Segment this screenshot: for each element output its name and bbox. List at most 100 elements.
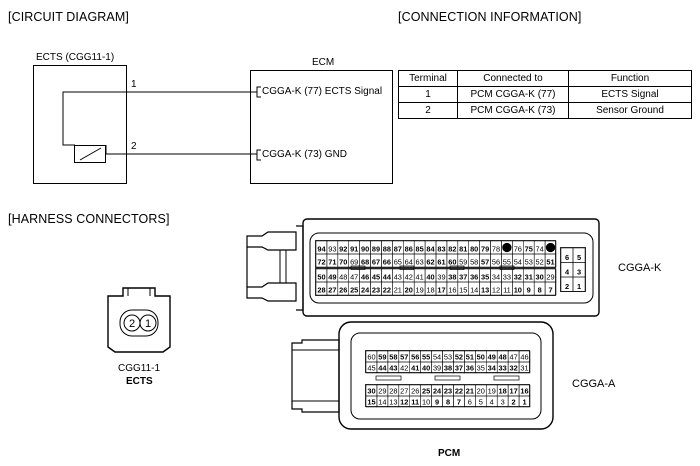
cgga-k-pin: 44 xyxy=(383,273,392,282)
cgga-a-pin: 42 xyxy=(400,364,408,373)
cgga-a-pin: 58 xyxy=(389,353,397,362)
cgga-k-pin: 81 xyxy=(459,245,467,254)
cgga-k-pin: 83 xyxy=(437,245,445,254)
cgga-k-pin: 85 xyxy=(416,245,424,254)
cgga-k-pin: 21 xyxy=(394,286,402,295)
cgga-k-pin: 64 xyxy=(405,258,413,267)
harness-connectors-heading: [HARNESS CONNECTORS] xyxy=(8,212,170,226)
cgga-k-pin: 55 xyxy=(503,258,511,267)
cgga-k-pin: 38 xyxy=(448,273,456,282)
cgga-k-pin: 70 xyxy=(339,258,347,267)
cgga-a-pin: 4 xyxy=(490,398,494,407)
cgga-k-pin: 8 xyxy=(538,286,542,295)
cgga-a-pin: 60 xyxy=(367,353,375,362)
cgga-k-pin: 54 xyxy=(514,258,522,267)
cgga-a-pin: 43 xyxy=(389,364,397,373)
cgga-k-pin-cell xyxy=(544,281,557,296)
cgga-a-pin: 16 xyxy=(520,387,528,396)
cgga-k-pin: 15 xyxy=(459,286,467,295)
cgga-a-pin: 56 xyxy=(411,353,419,362)
cgga-k-pin: 9 xyxy=(527,286,531,295)
cgga-k-pin: 59 xyxy=(459,258,467,267)
cgga-a-pin: 12 xyxy=(400,398,408,407)
cgga-k-pin: 48 xyxy=(339,273,347,282)
sensor-label: ECTS (CGG11-1) xyxy=(36,52,115,63)
cgga-k-pin: 79 xyxy=(481,245,489,254)
cgga-k-pin: 39 xyxy=(437,273,445,282)
pcm-caption: PCM xyxy=(438,448,461,459)
cgga-a-pin: 30 xyxy=(367,387,375,396)
cgga-k-pin: 25 xyxy=(350,286,358,295)
cgga-a-pin: 48 xyxy=(499,353,507,362)
cgga-a-pin: 18 xyxy=(499,387,507,396)
cgga-k-pin: 53 xyxy=(525,258,533,267)
cgga-a-pin: 28 xyxy=(389,387,397,396)
cgga-a-pin-cell xyxy=(518,395,531,408)
cgga-a-pin: 55 xyxy=(422,353,430,362)
cgga-k-pin: 41 xyxy=(416,273,424,282)
wire-1-label: 1 xyxy=(131,79,137,90)
cgga-k-pin: 45 xyxy=(372,273,380,282)
cgga-k-pin: 16 xyxy=(448,286,456,295)
cgga-k-pin: 20 xyxy=(405,286,413,295)
cgga-a-pin: 29 xyxy=(378,387,386,396)
cgga-k-pin: 67 xyxy=(372,258,380,267)
plugged-pin-marker xyxy=(502,242,512,253)
cgga-k-pin: 71 xyxy=(328,258,336,267)
cgga-k-pin: 75 xyxy=(525,245,533,254)
table-header-row: Terminal Connected to Function xyxy=(398,70,692,87)
cgga-a-pin: 5 xyxy=(479,398,483,407)
cgga-k-pin: 1 xyxy=(577,282,581,291)
cgga-k-pin: 61 xyxy=(437,258,445,267)
cgga-a-pin: 14 xyxy=(378,398,386,407)
cgga-k-pin: 50 xyxy=(317,273,325,282)
cgga-k-pin: 2 xyxy=(565,282,569,291)
cgga-k-pin: 92 xyxy=(339,245,347,254)
cgga-a-pin: 7 xyxy=(457,398,461,407)
ecm-pin-gnd: CGGA-K (73) GND xyxy=(262,149,348,160)
cgga-k-name: CGGA-K xyxy=(618,262,662,274)
cgga-a-pin: 34 xyxy=(488,364,497,373)
cgga-a-pin: 35 xyxy=(477,364,485,373)
cgga-a-pin: 24 xyxy=(433,387,442,396)
cgga-k-pin: 42 xyxy=(405,273,413,282)
cgga-k-pin: 23 xyxy=(372,286,380,295)
cgga-k-pin: 13 xyxy=(481,286,489,295)
cgga-k-pin: 18 xyxy=(426,286,434,295)
cgga-a-pin: 45 xyxy=(367,364,375,373)
cgga-a-pin: 6 xyxy=(468,398,472,407)
cgga-a-pin: 32 xyxy=(509,364,517,373)
cgga-k-pin: 63 xyxy=(416,258,424,267)
cgga-a-pin: 33 xyxy=(499,364,507,373)
cgga-a-pin: 13 xyxy=(389,398,397,407)
cgga-a-pin: 44 xyxy=(378,364,387,373)
cgga-k-pin: 58 xyxy=(470,258,478,267)
cgga-k-pin: 28 xyxy=(317,286,325,295)
wire-2-label: 2 xyxy=(131,141,137,152)
cgga-a-pin: 37 xyxy=(455,364,463,373)
circuit-diagram-heading: [CIRCUIT DIAGRAM] xyxy=(8,10,129,24)
cgga-k-pin: 72 xyxy=(317,258,325,267)
cgga-a-pin: 36 xyxy=(466,364,474,373)
cgga-k-pin: 37 xyxy=(459,273,467,282)
cgga-k-pin: 60 xyxy=(448,258,456,267)
ects-connector: 2 1 xyxy=(107,287,171,353)
cgga-k-pin: 93 xyxy=(328,245,336,254)
cgga-k-pin: 27 xyxy=(328,286,336,295)
cgga-k-pin: 17 xyxy=(437,286,445,295)
cell-function: Sensor Ground xyxy=(568,102,692,119)
table-row: 2 PCM CGGA-K (73) Sensor Ground xyxy=(398,102,692,119)
ects-pin-2: 2 xyxy=(129,318,135,330)
ecm-label: ECM xyxy=(312,57,335,68)
cgga-k-pin: 12 xyxy=(492,286,500,295)
cgga-k-pin: 24 xyxy=(361,286,370,295)
cgga-k-pin: 35 xyxy=(481,273,489,282)
cgga-k-pin: 94 xyxy=(317,245,326,254)
cgga-k-pin: 36 xyxy=(470,273,478,282)
cgga-a-pin: 26 xyxy=(411,387,419,396)
cgga-a-pin: 15 xyxy=(367,398,375,407)
cgga-k-pin: 86 xyxy=(405,245,413,254)
